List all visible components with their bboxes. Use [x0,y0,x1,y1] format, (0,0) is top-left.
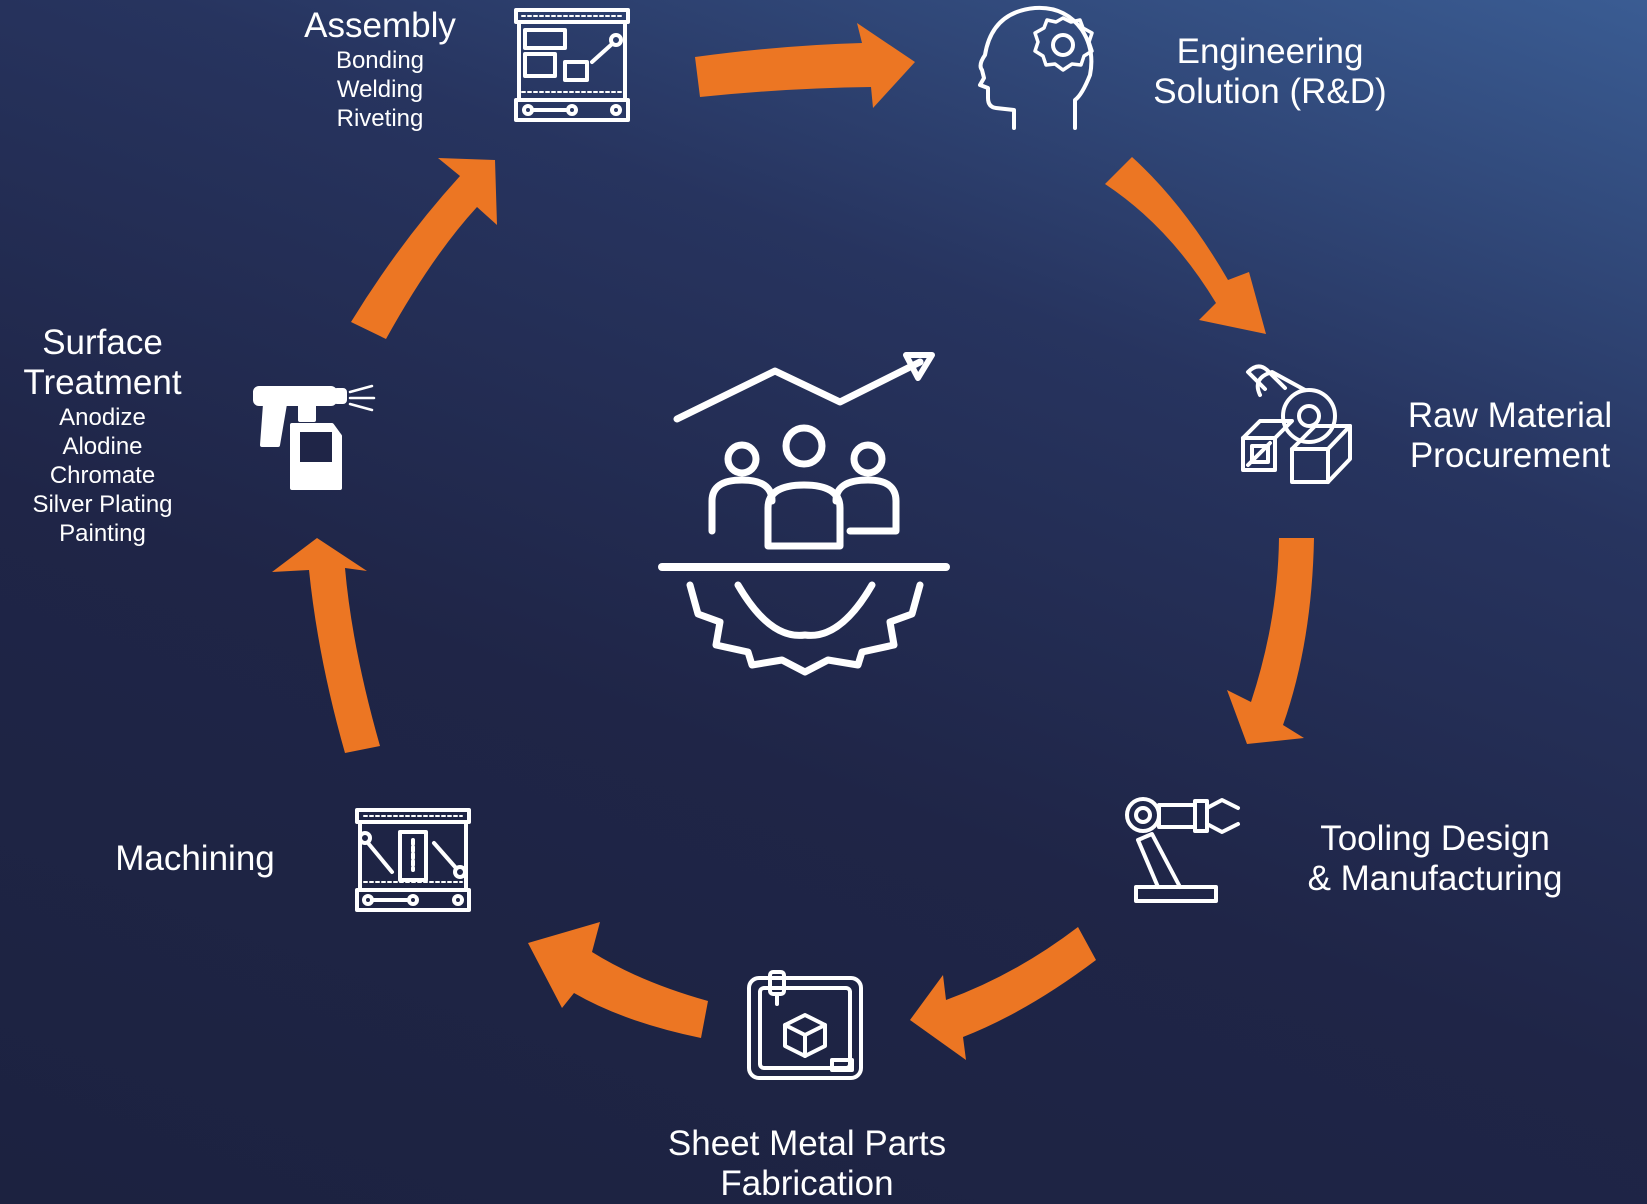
arrow-sheet-metal-to-machining [528,922,708,1038]
step-title-line: Surface [42,323,163,362]
team-growth-gear-icon [658,352,950,676]
head-gear-icon [978,5,1094,130]
arrow-tooling-to-sheet-metal [910,927,1096,1060]
step-sub-item: Alodine [62,433,143,460]
step-title-line: Sheet Metal Parts [667,1124,947,1163]
arrow-engineering-to-raw-material [1105,157,1266,334]
step-title-line: Assembly [304,6,456,45]
step-sub-item: Anodize [59,404,146,431]
arrow-raw-material-to-tooling [1227,538,1314,744]
step-label-engineering: Engineering Solution (R&D) [1130,32,1410,112]
step-label-assembly: Assembly Bonding Welding Riveting [290,6,470,133]
step-sub-item: Bonding [335,47,425,74]
step-sub-item: Riveting [336,105,424,132]
arrow-machining-to-surface [272,538,380,753]
machining-station-icon [355,808,471,912]
arrow-surface-to-assembly [351,158,497,339]
step-sub-item: Painting [59,520,146,547]
arrow-assembly-to-engineering [695,23,915,108]
step-label-raw-material: Raw Material Procurement [1390,396,1630,476]
step-label-surface: Surface Treatment Anodize Alodine Chroma… [5,323,200,548]
step-title-line: & Manufacturing [1307,859,1563,898]
step-title-line: Machining [115,839,275,878]
step-title-line: Procurement [1409,436,1611,475]
step-label-tooling: Tooling Design & Manufacturing [1285,819,1585,899]
step-sub-item: Silver Plating [32,491,173,518]
robot-arm-icon [1125,797,1240,903]
step-label-machining: Machining [100,839,290,879]
step-sub-item: Chromate [49,462,156,489]
step-title-line: Tooling Design [1320,819,1550,858]
step-title-line: Raw Material [1407,396,1613,435]
cad-fabrication-icon [747,970,863,1080]
spray-gun-icon [253,384,376,490]
step-sub-item: Welding [336,76,424,103]
materials-icon [1241,364,1352,484]
step-label-sheet-metal: Sheet Metal Parts Fabrication [647,1124,967,1204]
step-title-line: Treatment [23,363,182,402]
assembly-line-icon [514,8,630,122]
step-title-line: Engineering [1176,32,1364,71]
step-title-line: Fabrication [720,1164,894,1203]
step-title-line: Solution (R&D) [1153,72,1387,111]
